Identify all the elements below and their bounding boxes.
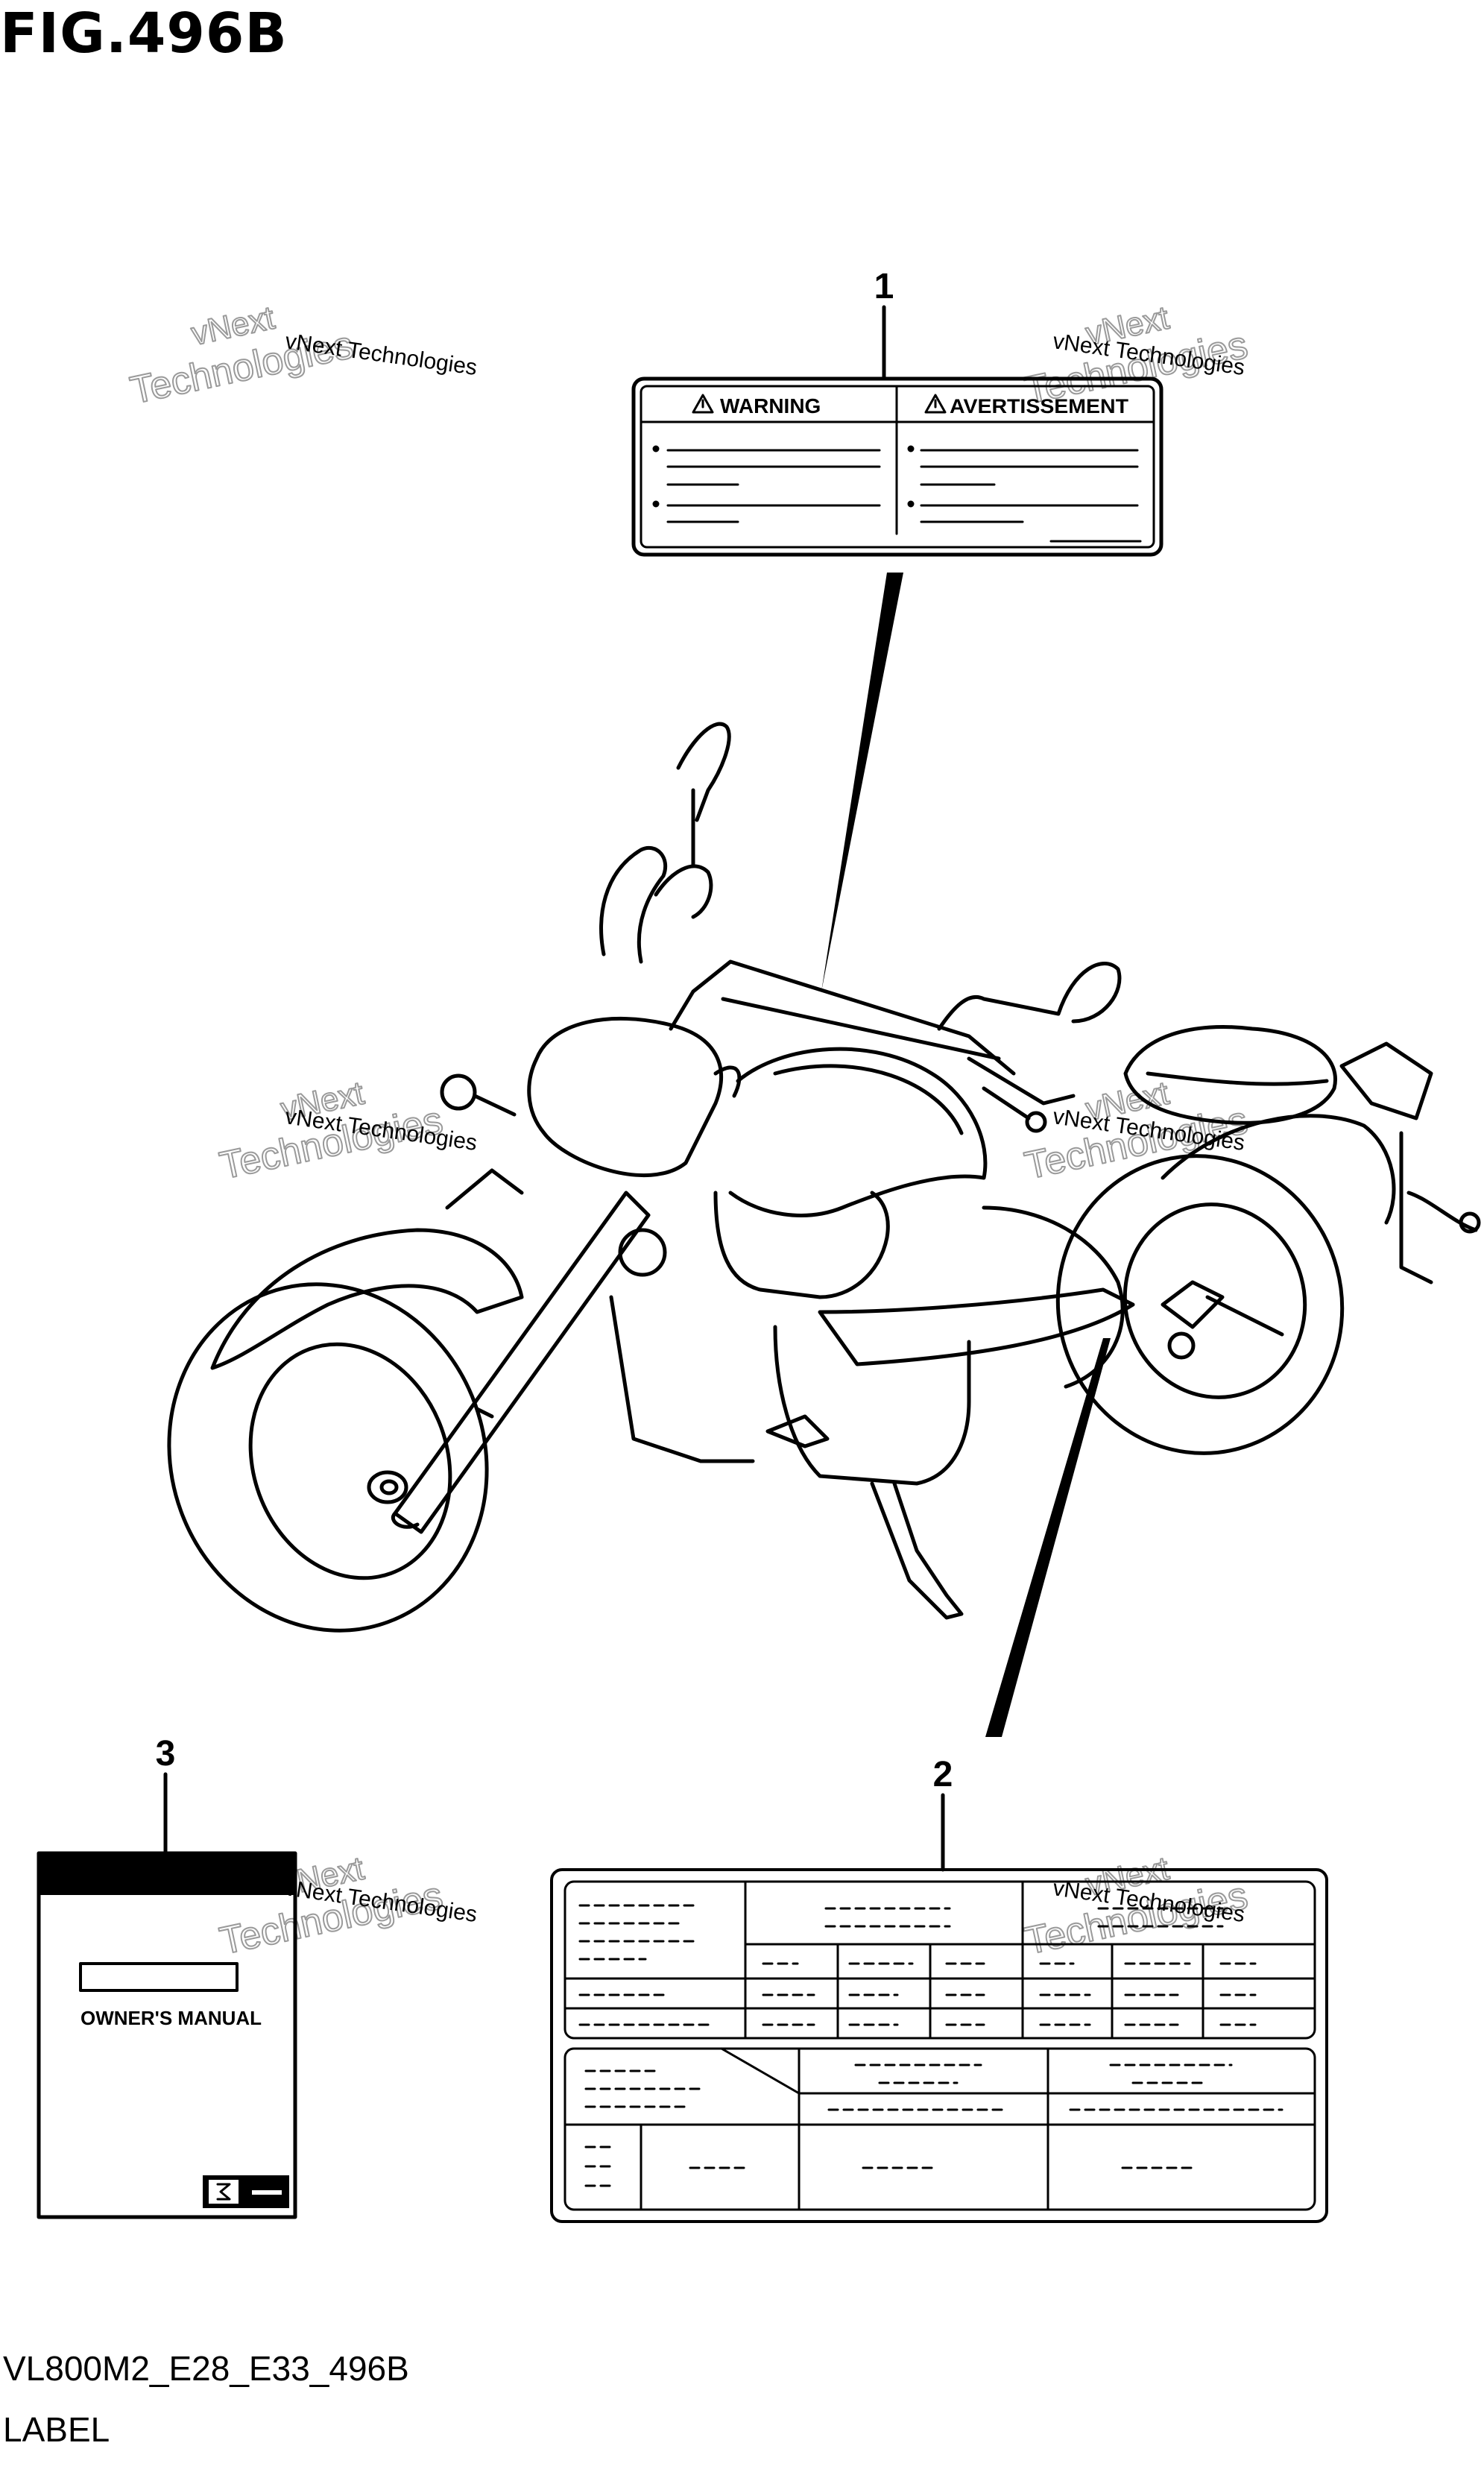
manual-title-box — [79, 1962, 239, 1992]
pointer-wedge-2 — [985, 1338, 1111, 1737]
figure-code: VL800M2_E28_E33_496B — [3, 2349, 409, 2388]
motorcycle-illustration — [167, 722, 1481, 1633]
warning-triangle-icon — [692, 394, 714, 414]
callout-number-1: 1 — [874, 267, 894, 306]
owners-manual-part: OWNER'S MANUAL — [37, 1851, 297, 2219]
tire-info-label-part — [550, 1868, 1328, 2223]
callout-number-3: 3 — [156, 1734, 176, 1774]
warning-label-part: WARNING AVERTISSEMENT — [631, 376, 1163, 557]
manual-cover — [37, 1851, 297, 2219]
figure-title: FIG.496B — [0, 1, 288, 66]
tire-label-outer — [550, 1868, 1328, 2223]
manual-header-band — [39, 1853, 295, 1895]
callout-number-2: 2 — [933, 1755, 953, 1794]
warning-label-outer — [631, 376, 1163, 557]
pointer-wedge-1 — [821, 573, 903, 991]
warning-heading: WARNING — [720, 394, 821, 417]
figure-name: LABEL — [3, 2410, 110, 2449]
warning-triangle-icon — [924, 394, 947, 414]
avertissement-heading: AVERTISSEMENT — [950, 395, 1129, 417]
manual-title: OWNER'S MANUAL — [80, 2007, 262, 2029]
